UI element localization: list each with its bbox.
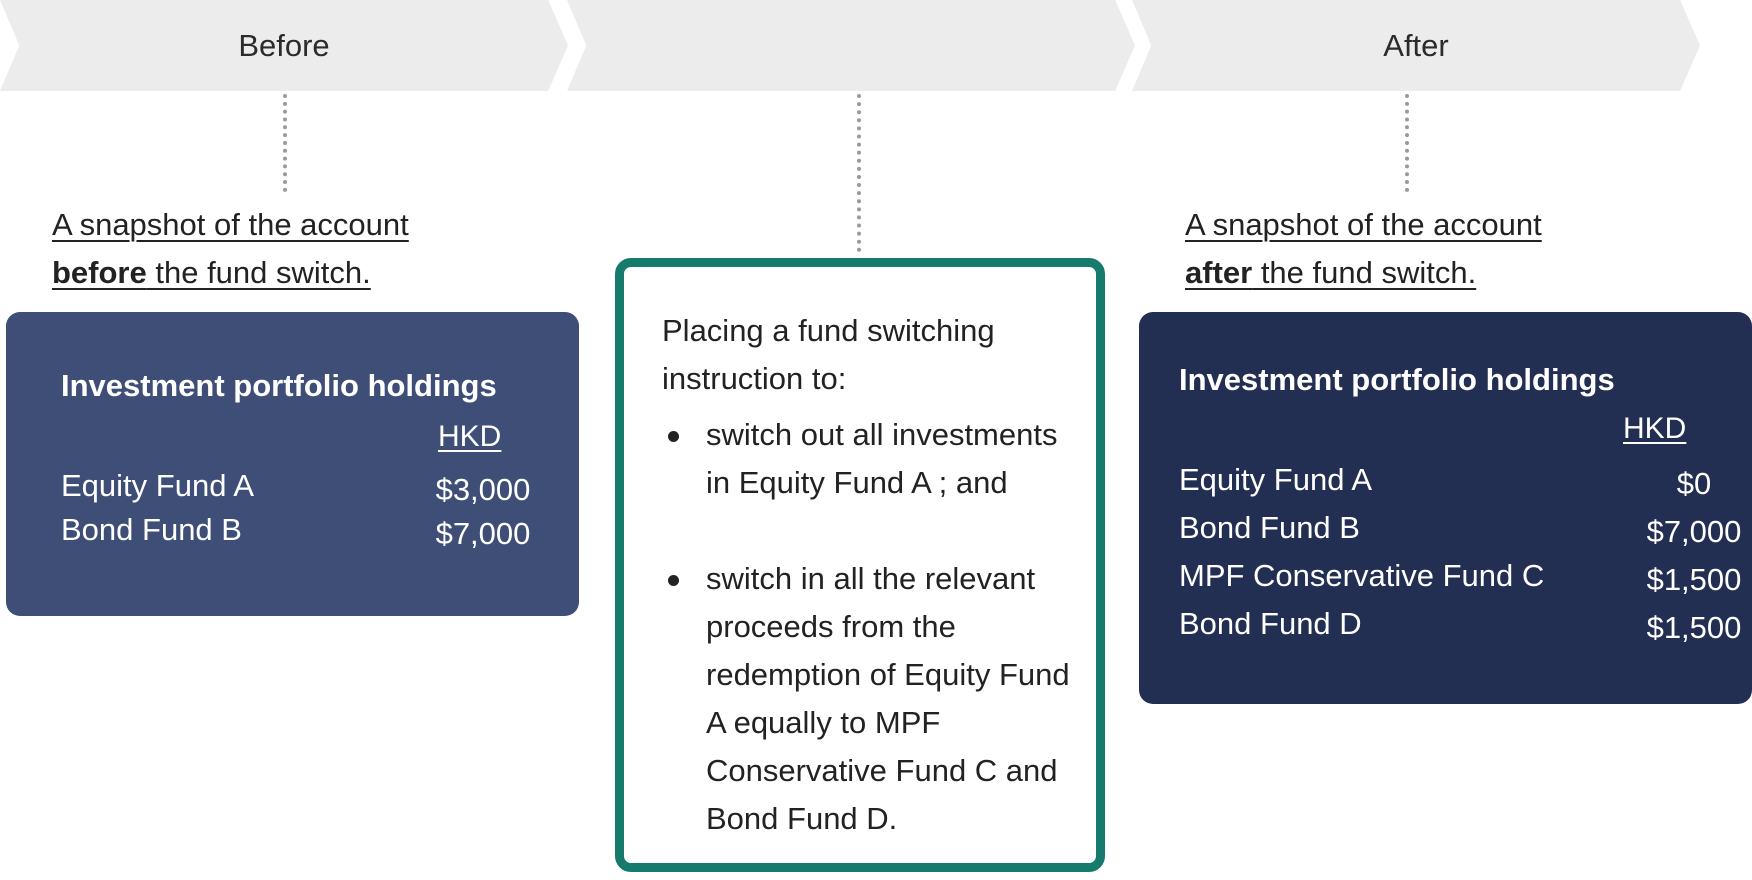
holding-name: Bond Fund B (1179, 510, 1360, 545)
holding-value: $1,500 (1646, 562, 1742, 597)
caption-after-rest: the fund switch. (1252, 255, 1477, 290)
holding-value: $7,000 (1646, 514, 1742, 549)
stage-before-chevron: Before (0, 0, 568, 91)
holding-name: Bond Fund D (1179, 606, 1362, 641)
bullet-icon (668, 575, 679, 586)
stage-middle-chevron (567, 0, 1135, 91)
caption-before-rest: the fund switch. (146, 255, 371, 290)
connector-after (1405, 94, 1409, 192)
stage-after-label: After (1383, 27, 1449, 63)
caption-after-bold: after (1185, 255, 1253, 290)
portfolio-after-panel: Investment portfolio holdings HKD Equity… (1139, 312, 1752, 704)
connector-middle (857, 94, 861, 252)
stage-after-chevron: After (1132, 0, 1700, 91)
holding-value: $1,500 (1646, 610, 1742, 645)
portfolio-before-title: Investment portfolio holdings (61, 368, 497, 403)
instruction-bullet-text: switch in all the relevant proceeds from… (706, 561, 1070, 836)
portfolio-before-panel: Investment portfolio holdings HKD Equity… (6, 312, 579, 616)
caption-before-line1: A snapshot of the account (52, 207, 409, 242)
holding-value: $3,000 (435, 472, 531, 507)
caption-after: A snapshot of the account after the fund… (1185, 201, 1542, 297)
instruction-box: Placing a fund switching instruction to:… (615, 258, 1105, 872)
bullet-icon (668, 431, 679, 442)
portfolio-after-title: Investment portfolio holdings (1179, 362, 1615, 397)
stage-before-label: Before (238, 27, 330, 63)
holding-name: MPF Conservative Fund C (1179, 558, 1545, 593)
instruction-intro: Placing a fund switching instruction to: (662, 313, 995, 396)
holding-name: Equity Fund A (1179, 462, 1373, 497)
caption-before-bold: before (52, 255, 147, 290)
holding-value: $0 (1676, 466, 1712, 501)
portfolio-before-currency: HKD (438, 420, 502, 453)
caption-after-line1: A snapshot of the account (1185, 207, 1542, 242)
caption-before: A snapshot of the account before the fun… (52, 201, 409, 297)
holding-name: Equity Fund A (61, 468, 255, 503)
holding-name: Bond Fund B (61, 512, 242, 547)
instruction-bullet-text: switch out all investments in Equity Fun… (706, 417, 1058, 500)
connector-before (283, 94, 287, 192)
portfolio-after-currency: HKD (1623, 412, 1687, 445)
holding-value: $7,000 (435, 516, 531, 551)
